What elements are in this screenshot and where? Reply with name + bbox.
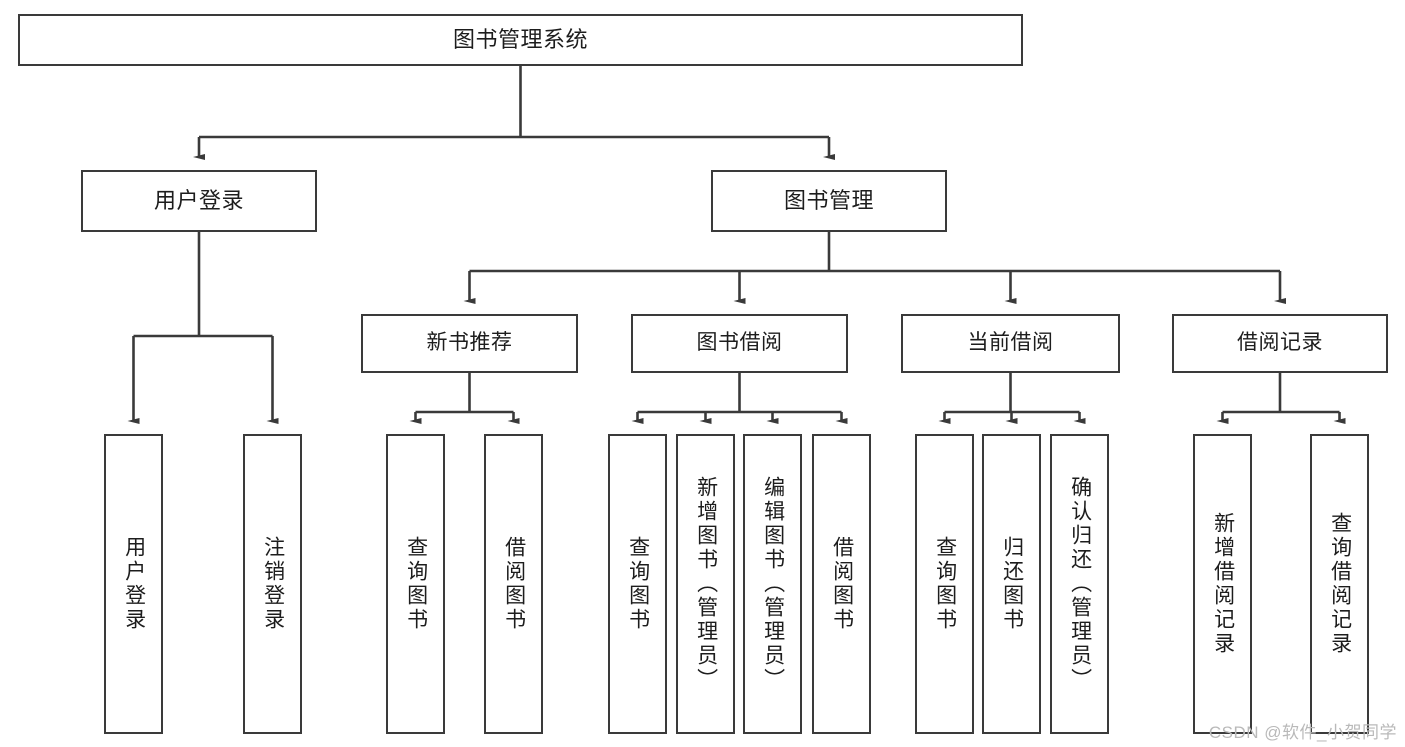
leaf-node-9[interactable]: 归还图书 xyxy=(982,434,1041,734)
leaf-node-11-label: 新增借阅记录 xyxy=(1211,512,1235,656)
level1-node-1[interactable]: 图书管理 xyxy=(711,170,947,232)
leaf-node-9-label: 归还图书 xyxy=(1000,536,1024,632)
leaf-node-6-label: 编辑图书（管理员） xyxy=(761,476,785,692)
leaf-node-0[interactable]: 用户登录 xyxy=(104,434,163,734)
leaf-node-4-label: 查询图书 xyxy=(626,536,650,632)
leaf-node-7[interactable]: 借阅图书 xyxy=(812,434,871,734)
leaf-node-7-label: 借阅图书 xyxy=(830,536,854,632)
leaf-node-0-label: 用户登录 xyxy=(122,536,146,632)
level1-node-0[interactable]: 用户登录 xyxy=(81,170,317,232)
leaf-node-12[interactable]: 查询借阅记录 xyxy=(1310,434,1369,734)
leaf-node-1-label: 注销登录 xyxy=(261,536,285,632)
level2-node-2-label: 当前借阅 xyxy=(967,331,1054,355)
level2-node-0-label: 新书推荐 xyxy=(426,331,513,355)
level2-node-3[interactable]: 借阅记录 xyxy=(1172,314,1388,373)
level2-node-1-label: 图书借阅 xyxy=(696,331,783,355)
level2-node-2[interactable]: 当前借阅 xyxy=(901,314,1120,373)
leaf-node-5-label: 新增图书（管理员） xyxy=(694,476,718,692)
leaf-node-2-label: 查询图书 xyxy=(404,536,428,632)
leaf-node-10-label: 确认归还（管理员） xyxy=(1068,476,1092,692)
leaf-node-10[interactable]: 确认归还（管理员） xyxy=(1050,434,1109,734)
leaf-node-5[interactable]: 新增图书（管理员） xyxy=(676,434,735,734)
leaf-node-8-label: 查询图书 xyxy=(933,536,957,632)
level2-node-3-label: 借阅记录 xyxy=(1237,331,1323,355)
level2-node-1[interactable]: 图书借阅 xyxy=(631,314,848,373)
leaf-node-3-label: 借阅图书 xyxy=(502,536,526,632)
leaf-node-3[interactable]: 借阅图书 xyxy=(484,434,543,734)
level1-node-1-label: 图书管理 xyxy=(783,188,874,214)
root-node-label: 图书管理系统 xyxy=(452,27,588,53)
leaf-node-1[interactable]: 注销登录 xyxy=(243,434,302,734)
root-node[interactable]: 图书管理系统 xyxy=(18,14,1023,66)
leaf-node-11[interactable]: 新增借阅记录 xyxy=(1193,434,1252,734)
leaf-node-4[interactable]: 查询图书 xyxy=(608,434,667,734)
level1-node-0-label: 用户登录 xyxy=(153,188,244,214)
leaf-node-12-label: 查询借阅记录 xyxy=(1328,512,1352,656)
leaf-node-8[interactable]: 查询图书 xyxy=(915,434,974,734)
csdn-watermark: CSDN @软件_小贺同学 xyxy=(1208,723,1397,742)
leaf-node-6[interactable]: 编辑图书（管理员） xyxy=(743,434,802,734)
level2-node-0[interactable]: 新书推荐 xyxy=(361,314,578,373)
leaf-node-2[interactable]: 查询图书 xyxy=(386,434,445,734)
